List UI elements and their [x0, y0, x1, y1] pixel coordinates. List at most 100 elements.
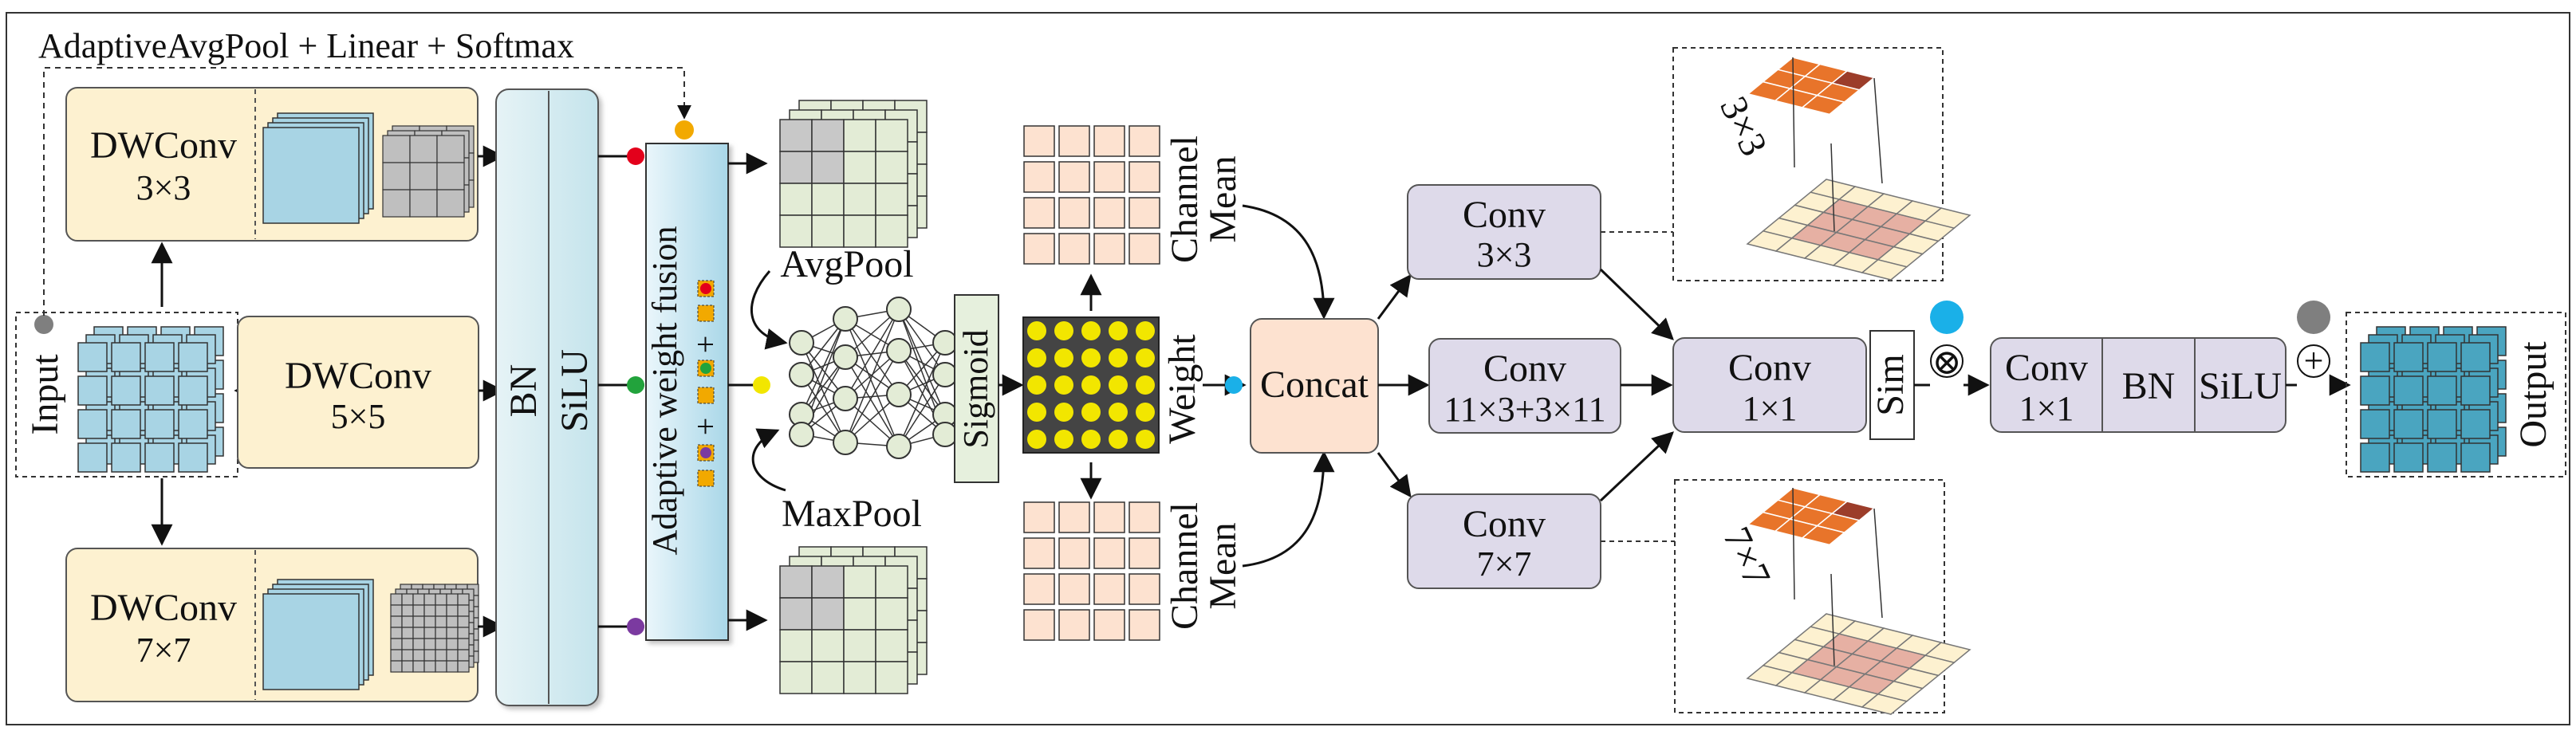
channel-mean-top-cell — [1093, 125, 1125, 157]
dw3-kernel-grid — [409, 135, 438, 163]
weight-grid — [1022, 316, 1160, 454]
kernel-illustrations — [1746, 57, 1971, 715]
input-cell — [144, 375, 175, 406]
weight-cell — [1136, 403, 1155, 422]
dw7-kernel-grid — [423, 660, 436, 673]
dwconv5-name: DWConv — [285, 355, 431, 397]
final-conv-kernel: 1×1 — [2019, 389, 2074, 428]
input-label: Input — [24, 354, 66, 435]
output-cell — [2360, 442, 2390, 473]
dw7-kernel-grid — [457, 649, 470, 662]
maxpool-cell — [843, 597, 876, 631]
channel-mean-bottom-cell — [1093, 501, 1125, 533]
dw7-kernel-grid — [401, 649, 414, 662]
dw7-kernel-grid — [390, 604, 403, 617]
multiply-symbol: ⊗ — [1932, 343, 1962, 382]
dw7-kernel-grid — [401, 615, 414, 628]
orange-dot — [675, 120, 694, 140]
dw7-cube — [262, 593, 360, 690]
dw7-kernel-grid — [390, 660, 403, 673]
fusion-plus-2: + — [687, 418, 723, 436]
channel-mean-top-cell — [1093, 233, 1125, 265]
weight-cell — [1081, 348, 1101, 367]
dwconv5-kernel: 5×5 — [331, 397, 386, 436]
maxpool-cell — [843, 661, 876, 694]
channel-mean-top-cell — [1058, 233, 1090, 265]
dw7-kernel-grid — [401, 604, 414, 617]
nn-node — [789, 330, 814, 356]
maxpool-label: MaxPool — [782, 493, 922, 535]
avgpool-cell — [811, 183, 845, 216]
dw7-kernel-grid — [423, 604, 436, 617]
outer-frame — [6, 12, 2570, 725]
avgpool-cell — [779, 183, 813, 216]
nn-edge — [845, 309, 900, 443]
channel-mean-top-cell — [1128, 125, 1160, 157]
input-cell — [144, 342, 175, 372]
channel-mean-bottom-cell — [1128, 501, 1160, 533]
nn-edge — [845, 318, 900, 395]
avgpool-cell — [811, 214, 845, 248]
channel-mean-bottom-cell — [1023, 501, 1055, 533]
dw3-kernel-grid — [409, 162, 438, 191]
avgpool-cell — [811, 119, 845, 152]
weight-cell — [1081, 321, 1101, 340]
dwconv7-name: DWConv — [90, 587, 237, 629]
maxpool-cell — [875, 661, 908, 694]
conv1-name: Conv — [1728, 347, 1811, 389]
channel-mean-bottom-1: Channel — [1164, 502, 1206, 630]
output-cell — [2393, 375, 2424, 406]
nn-node — [932, 330, 958, 356]
dw7-kernel-grid — [423, 638, 436, 650]
channel-mean-top-cell — [1093, 161, 1125, 193]
channel-mean-bottom-cell — [1128, 573, 1160, 605]
weight-cell — [1027, 403, 1046, 422]
nn-node — [932, 362, 958, 387]
nn-edge — [801, 374, 846, 443]
channel-mean-bottom-cell — [1058, 537, 1090, 569]
input-cell — [111, 375, 141, 406]
bn-label: BN — [502, 364, 545, 418]
avgpool-cell — [875, 119, 908, 152]
output-dashed-box — [2346, 312, 2566, 478]
avgpool-label: AvgPool — [780, 243, 913, 285]
dw7-kernel-grid — [412, 638, 425, 650]
conv3-name: Conv — [1463, 194, 1546, 236]
channel-mean-bottom-cell — [1093, 609, 1125, 641]
dw7-kernel-grid — [401, 660, 414, 673]
curve-maxpool-net — [751, 428, 786, 492]
output-cell — [2427, 409, 2457, 439]
green-dot — [627, 376, 644, 394]
nn-node — [789, 422, 814, 447]
channel-mean-bottom-cell — [1023, 573, 1055, 605]
avgpool-cell — [811, 151, 845, 184]
nn-edge — [898, 309, 946, 415]
dw7-kernel-grid — [412, 627, 425, 639]
dw3-kernel-grid — [409, 189, 438, 218]
multiply-circle — [1930, 344, 1964, 378]
channel-mean-top-cell — [1023, 161, 1055, 193]
fusion-orange-square3 — [697, 470, 715, 487]
dw7-kernel-grid — [446, 615, 459, 628]
output-cell — [2360, 342, 2390, 372]
sim-box — [1869, 330, 1915, 440]
arrow-concat-c7 — [1377, 452, 1412, 498]
output-label: Output — [2512, 341, 2554, 448]
add-symbol: + — [2304, 341, 2324, 380]
conv11-name: Conv — [1483, 348, 1566, 390]
channel-mean-bottom-2: Mean — [1202, 522, 1244, 609]
kernel-bottom-filter — [1801, 525, 1846, 546]
weight-cell — [1136, 348, 1155, 367]
sigmoid-label: Sigmoid — [956, 329, 995, 448]
conv3-kernel: 3×3 — [1477, 235, 1532, 274]
dw7-kernel-grid — [457, 660, 470, 673]
nn-node — [833, 344, 858, 370]
weight-cell — [1027, 321, 1046, 340]
avgpool-cell — [843, 183, 876, 216]
dwconv7-kernel: 7×7 — [136, 631, 191, 670]
input-cell — [77, 342, 108, 372]
conv11-kernel: 11×3+3×11 — [1444, 390, 1605, 429]
final-silu-label: SiLU — [2199, 365, 2282, 407]
output-cell — [2393, 442, 2424, 473]
kernel-top-base — [1861, 258, 1908, 281]
